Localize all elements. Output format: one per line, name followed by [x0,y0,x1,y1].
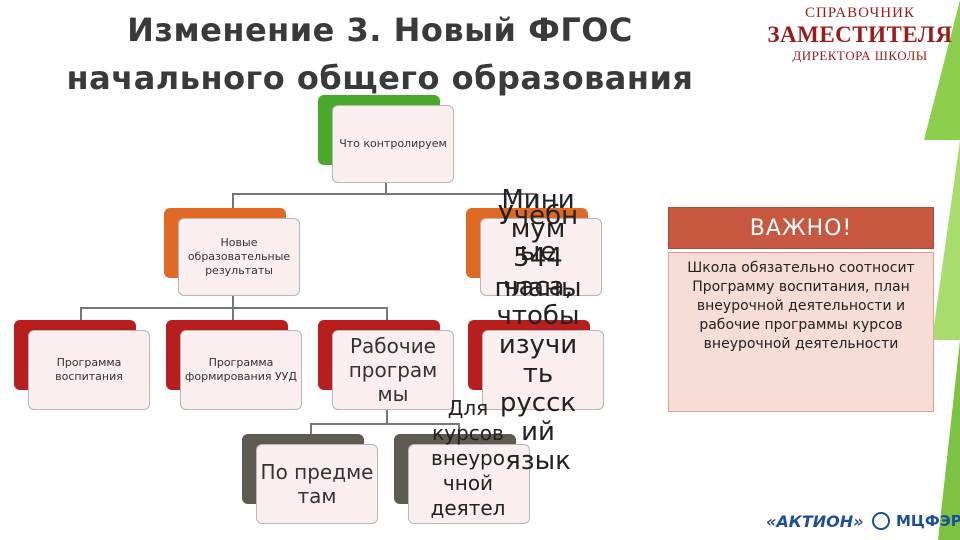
connector-level2-horizontal [80,307,388,309]
accent-stripe-1 [924,0,960,140]
node-work-label: Рабочие програм мы [348,334,438,406]
node-extracurricular [408,444,530,524]
connector-uud-down [232,307,234,321]
slide-title-line2: начального общего образования [66,59,694,97]
aktion-logo: «АКТИОН» [766,512,864,531]
node-upbringing: Программа воспитания [28,330,150,410]
connector-work-down [386,307,388,321]
publisher-logo: СПРАВОЧНИК ЗАМЕСТИТЕЛЯ ДИРЕКТОРА ШКОЛЫ [760,4,960,64]
node-uud-label: Программа формирования УУД [185,356,297,383]
important-header: ВАЖНО! [668,207,934,249]
node-root: Что контролируем [332,105,454,183]
overflow-minimum-text: Мини мум 544 часа, чтобы изучи ть русск … [496,185,580,476]
slide-title: Изменение 3. Новый ФГОС начального общег… [60,6,700,102]
connector-results-down [232,296,234,308]
logo-line2: ЗАМЕСТИТЕЛЯ [767,22,953,47]
node-subjects: По предме там [256,444,378,524]
node-plans [480,218,602,296]
mcfer-logo: МЦФЭР [896,512,960,530]
connector-right-down [535,193,537,209]
overflow-extracurricular-text: Для курсов внеуро чной деятел [430,396,506,520]
node-subjects-label: По предме там [260,460,374,508]
connector-upbringing-down [80,307,82,321]
overflow-plans-text: Учебн ые планы [494,201,582,303]
node-results: Новые образовательные результаты [178,218,300,296]
mcfer-logo-icon [872,512,890,530]
node-work: Рабочие програм мы [332,330,454,410]
connector-subjects-down [310,423,312,435]
connector-extra-down [458,423,460,435]
connector-level3-horizontal [310,423,460,425]
connector-level1-horizontal [232,193,537,195]
important-body: Школа обязательно соотносит Программу во… [668,252,934,412]
logo-line3: ДИРЕКТОРА ШКОЛЫ [792,48,928,63]
node-upbringing-label: Программа воспитания [55,356,123,383]
connector-left-down [232,193,234,209]
node-uud: Программа формирования УУД [180,330,302,410]
slide-title-line1: Изменение 3. Новый ФГОС [127,11,633,49]
accent-stripe-3 [938,340,960,540]
connector-root-down [385,182,387,194]
node-extra-right [482,330,604,410]
node-root-label: Что контролируем [339,137,447,150]
connector-work-below [386,410,388,424]
node-results-label: Новые образовательные результаты [187,236,291,277]
accent-stripe-2 [932,140,960,340]
logo-line1: СПРАВОЧНИК [805,5,915,21]
